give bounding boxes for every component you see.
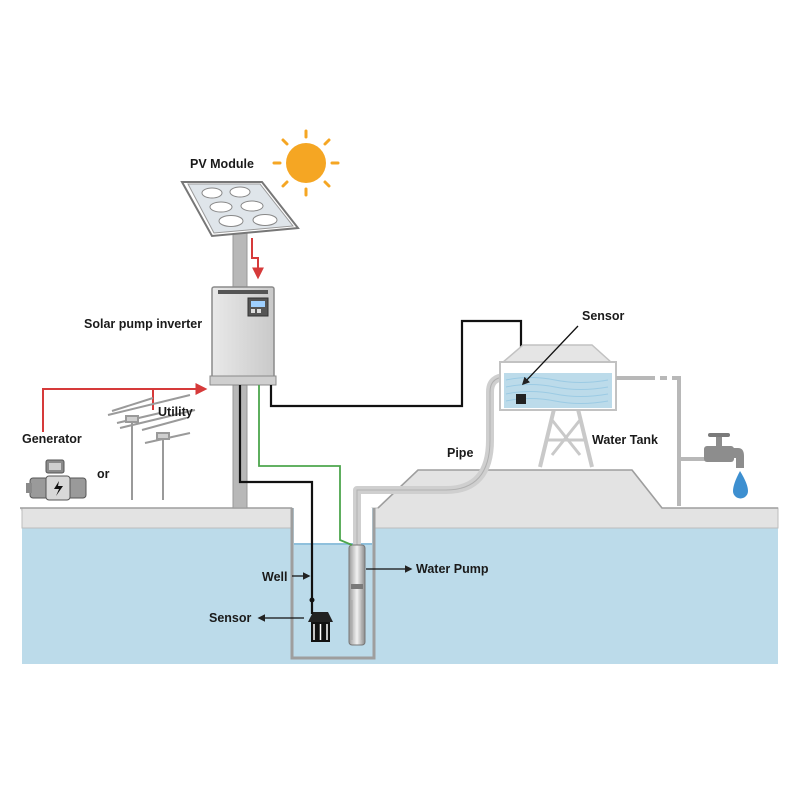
tank-sensor-signal-line — [269, 319, 523, 408]
groundwater-area — [22, 526, 778, 664]
faucet-pipe — [677, 376, 706, 506]
sun-icon — [272, 129, 340, 197]
pv-to-inverter-power-line — [251, 238, 264, 280]
inverter-icon — [209, 286, 277, 386]
tank-sensor-label: Sensor — [582, 309, 625, 323]
generator-label: Generator — [22, 432, 82, 446]
water-pump-label: Water Pump — [416, 562, 489, 576]
utility-pole-icon — [107, 394, 196, 500]
float-sensor-icon — [308, 612, 333, 642]
water-pipe-outline — [356, 376, 507, 545]
well-sensor-signal-line — [238, 385, 314, 614]
generator-power-line — [42, 383, 208, 432]
generator-icon — [26, 459, 87, 501]
well-sensor-junction — [309, 597, 315, 603]
submersible-pump-icon — [348, 544, 366, 646]
water-tank-label: Water Tank — [592, 433, 658, 447]
utility-label: Utility — [158, 405, 193, 419]
hill — [371, 469, 779, 529]
tank-sensor-pointer — [521, 325, 579, 386]
faucet-icon — [704, 433, 744, 468]
well-label: Well — [262, 570, 287, 584]
water-drop-icon — [733, 471, 748, 499]
inverter-label: Solar pump inverter — [84, 317, 202, 331]
well-sensor-label: Sensor — [209, 611, 252, 625]
pump-power-line — [258, 385, 353, 546]
solar-panel-icon — [180, 181, 300, 238]
water-tank-icon — [499, 344, 617, 468]
ground-band-left — [21, 507, 293, 529]
or-label: or — [97, 467, 110, 481]
pipe-label: Pipe — [447, 446, 473, 460]
pv-module-label: PV Module — [190, 157, 254, 171]
